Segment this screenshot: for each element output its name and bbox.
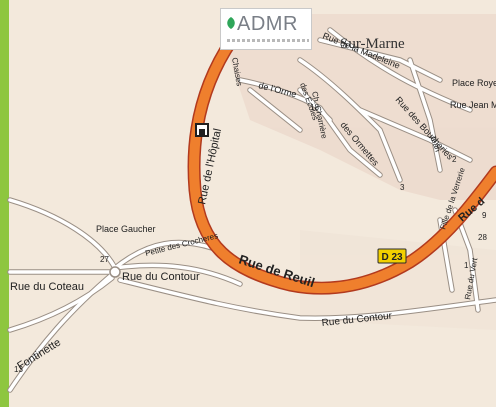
label-du-coteau: Rue du Coteau [10, 281, 84, 293]
label-place-royer: Place Royer [452, 78, 496, 88]
label-rue-du-contour-1: Rue du Contour [122, 271, 200, 283]
house-number-2: 2 [452, 155, 457, 164]
house-number-3: 3 [400, 183, 405, 192]
left-green-bar [0, 0, 9, 407]
minor-streets [7, 27, 496, 393]
logo-text: ADMR [237, 13, 298, 35]
roundabout [109, 266, 121, 278]
house-number-9: 9 [482, 211, 487, 220]
route-shield: D 23 [377, 248, 407, 264]
logo-tagline [227, 39, 309, 42]
leaf-icon [227, 17, 235, 29]
house-number-27: 27 [100, 255, 109, 264]
label-place-gaucher: Place Gaucher [96, 224, 156, 234]
town-title: Sur-Marne [340, 36, 405, 52]
house-number-1: 1 [464, 261, 469, 270]
house-number-28: 28 [478, 233, 487, 242]
house-number-13: 13 [14, 365, 23, 374]
poi-marker [195, 123, 209, 137]
house-number-18: 18 [310, 103, 319, 112]
route-number-label: D 23 [381, 252, 403, 263]
admr-logo: ADMR [220, 8, 312, 50]
roundabout-icon [109, 266, 121, 278]
label-rue-jean-moulin: Rue Jean Moulin [450, 100, 496, 110]
